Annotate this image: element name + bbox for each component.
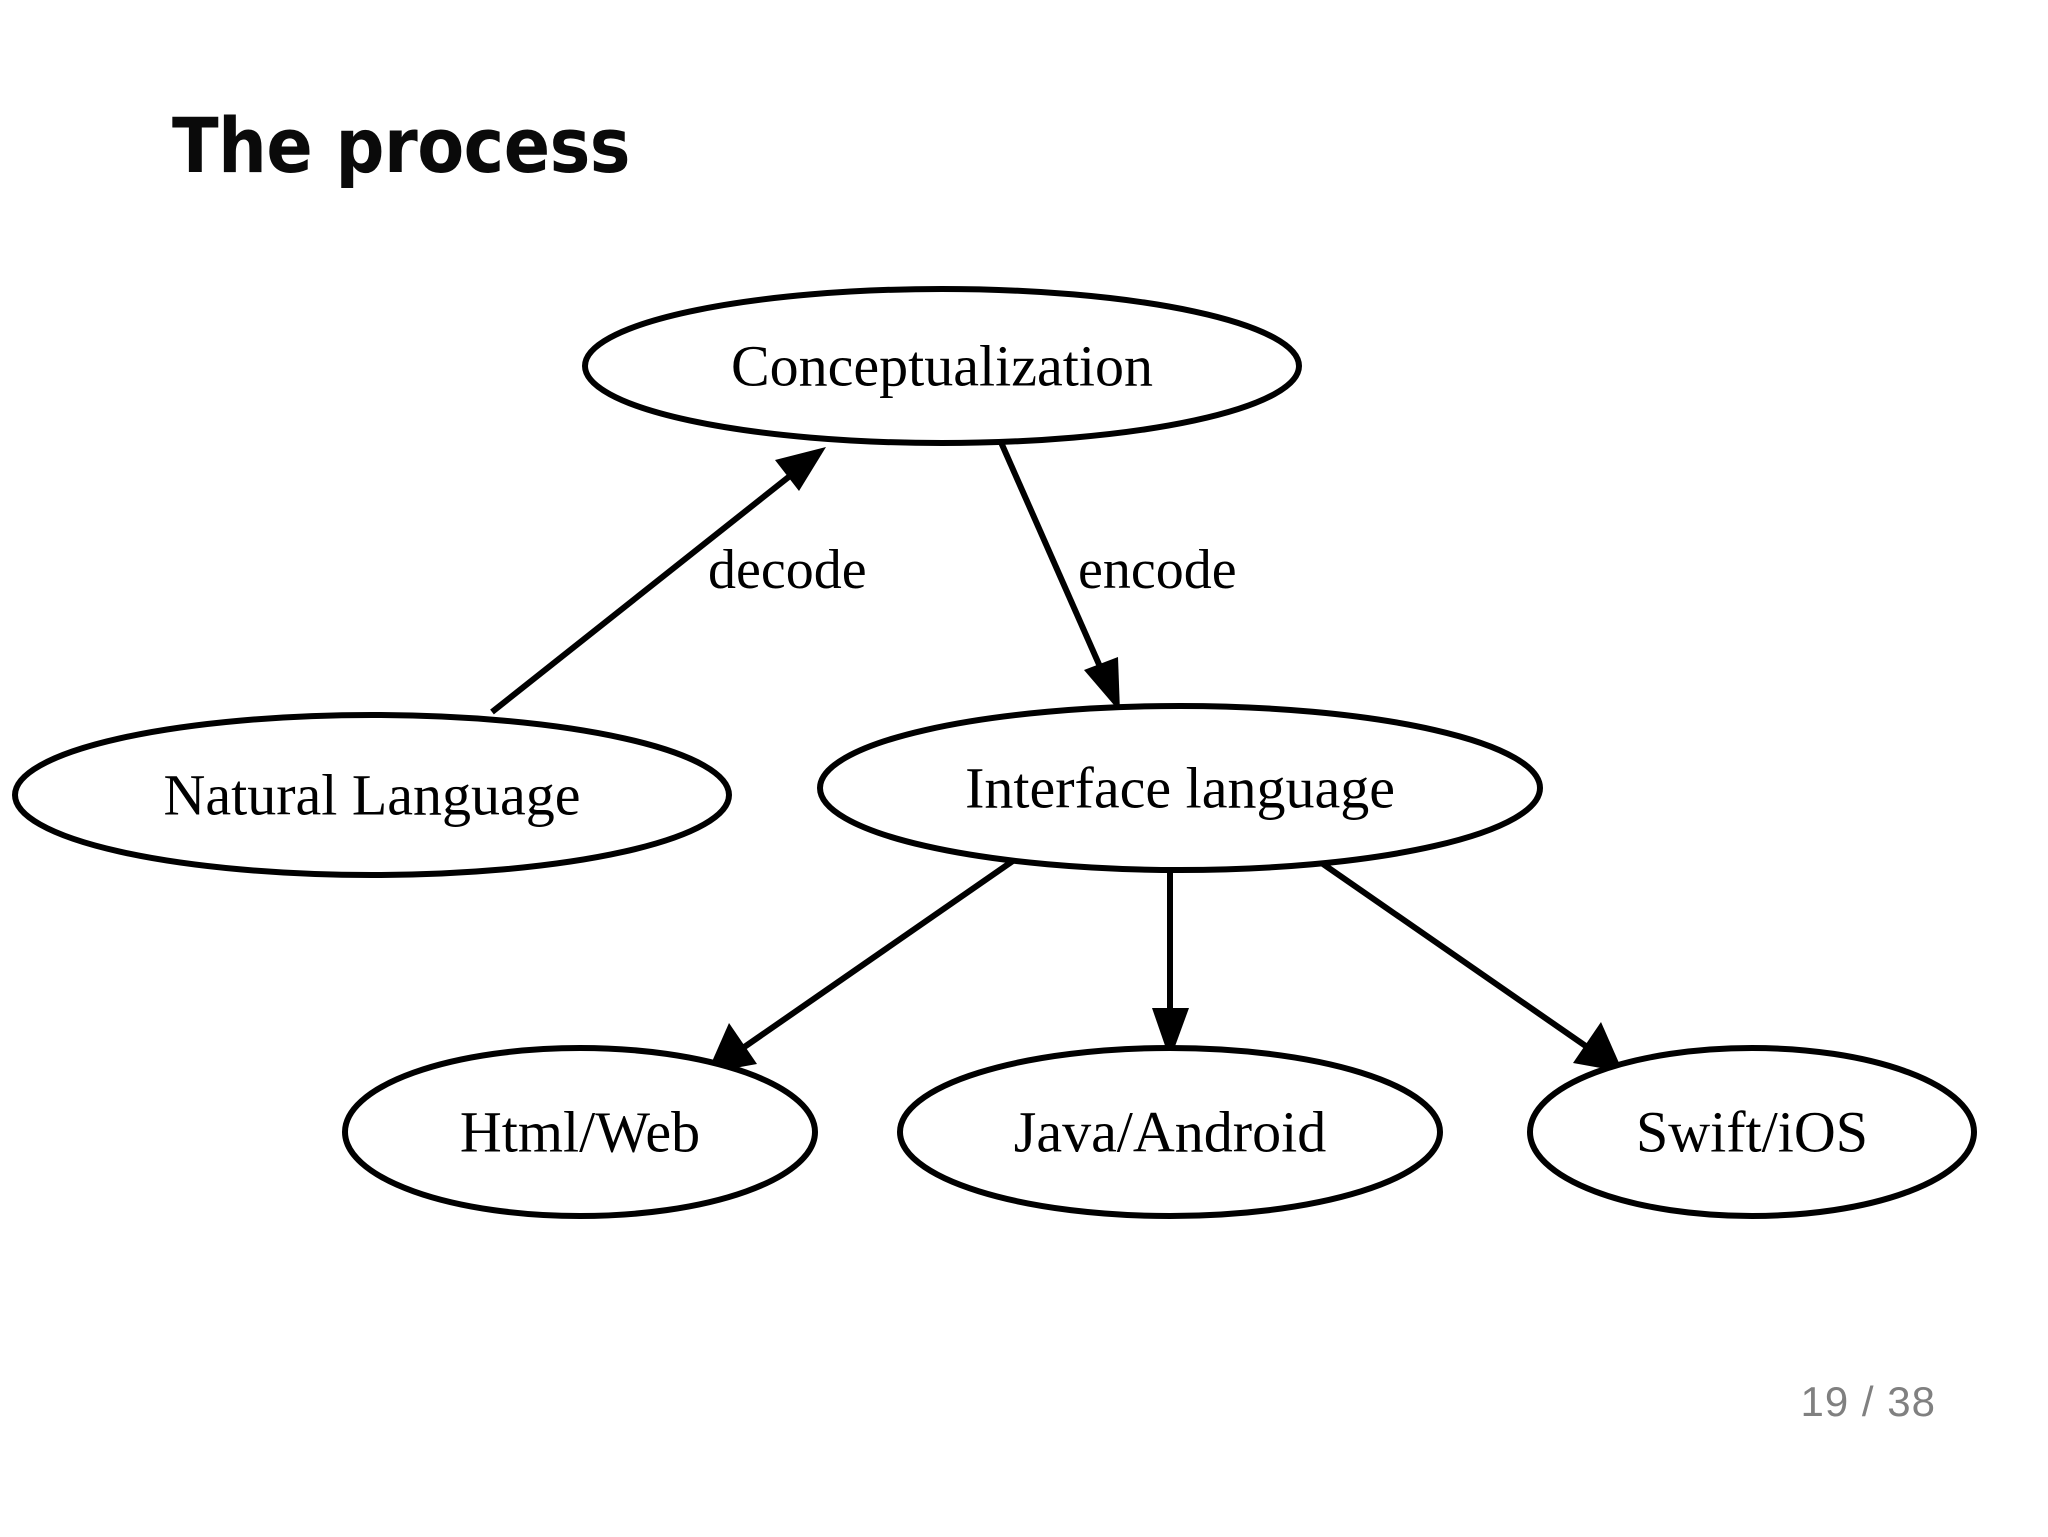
node-java-android-shape[interactable] <box>897 1045 1443 1219</box>
page-title: The process <box>172 101 631 190</box>
page-indicator: 19 / 38 <box>1800 1378 1936 1425</box>
edge-label-decode: decode <box>708 539 867 601</box>
edge-interface-to-html <box>707 853 1022 1073</box>
node-natural-language-shape[interactable] <box>12 712 732 878</box>
node-interface-language[interactable]: Interface language <box>817 703 1543 873</box>
node-swift-ios[interactable]: Swift/iOS <box>1527 1045 1977 1219</box>
node-html-web-shape[interactable] <box>342 1045 818 1219</box>
edge-encode-arrowhead <box>1084 657 1120 712</box>
node-interface-language-shape[interactable] <box>817 703 1543 873</box>
edge-decode-arrowhead <box>775 447 826 491</box>
node-html-web[interactable]: Html/Web <box>342 1045 818 1219</box>
node-swift-ios-label: Swift/iOS <box>1636 1099 1868 1164</box>
node-conceptualization[interactable]: Conceptualization <box>582 286 1302 446</box>
node-html-web-label: Html/Web <box>460 1099 700 1164</box>
node-java-android[interactable]: Java/Android <box>897 1045 1443 1219</box>
edge-interface-to-html-line <box>738 853 1022 1053</box>
edge-label-encode: encode <box>1078 539 1237 601</box>
node-natural-language[interactable]: Natural Language <box>12 712 732 878</box>
edge-encode-line <box>997 438 1108 680</box>
edge-interface-to-java <box>1152 868 1189 1060</box>
node-natural-language-label: Natural Language <box>163 762 580 827</box>
edge-interface-to-swift-line <box>1308 852 1592 1052</box>
edge-decode: decode <box>490 447 867 715</box>
edge-interface-to-swift <box>1308 852 1623 1072</box>
node-conceptualization-label: Conceptualization <box>731 333 1153 398</box>
node-interface-language-label: Interface language <box>965 755 1395 820</box>
edge-encode: encode <box>997 438 1237 712</box>
node-conceptualization-shape[interactable] <box>582 286 1302 446</box>
node-swift-ios-shape[interactable] <box>1527 1045 1977 1219</box>
edge-interface-to-html-arrowhead <box>707 1023 757 1073</box>
edge-decode-line <box>490 465 802 715</box>
edge-interface-to-java-arrowhead <box>1152 1008 1189 1060</box>
edge-interface-to-swift-arrowhead <box>1573 1022 1623 1072</box>
node-java-android-label: Java/Android <box>1014 1099 1327 1164</box>
